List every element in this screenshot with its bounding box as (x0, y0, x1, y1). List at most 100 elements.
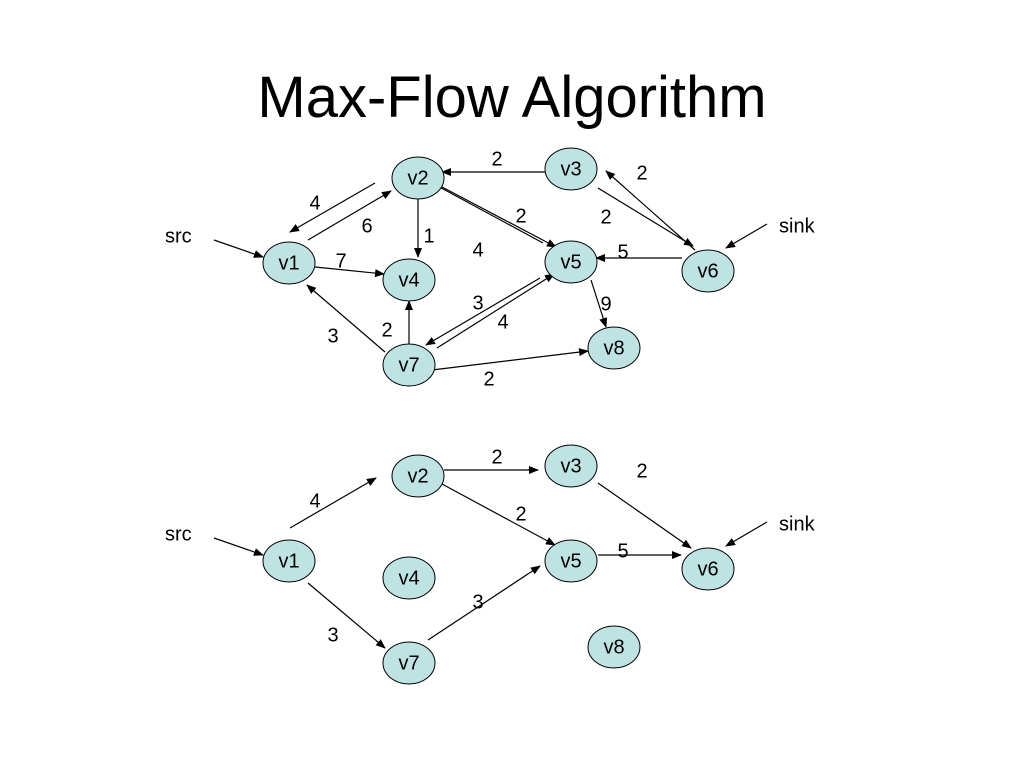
edge-v1-v7 (307, 582, 386, 649)
edge-v1-v4 (314, 266, 385, 278)
edge-v5-v8 (590, 279, 608, 328)
node-ellipse (382, 258, 436, 302)
edge-label-v2-v5: 2 (515, 503, 526, 525)
node-v2: v2 (391, 454, 445, 498)
src-label: src (165, 523, 192, 545)
edge-label-v5-v7: 4 (497, 311, 508, 333)
sink-arrow (725, 521, 768, 547)
node-label: v6 (697, 260, 718, 282)
edge-label-v7-v8: 2 (483, 368, 494, 390)
node-v4: v4 (382, 556, 436, 600)
edge-label-v6-v3: 2 (636, 162, 647, 184)
node-v8: v8 (587, 326, 641, 370)
node-ellipse (391, 156, 445, 200)
node-v3: v3 (544, 147, 598, 191)
node-label: v3 (560, 455, 581, 477)
node-ellipse (544, 240, 598, 284)
edge-label-v5-v2: 2 (515, 205, 526, 227)
node-label: v4 (398, 269, 419, 291)
edge-label-v5-v8: 9 (600, 293, 611, 315)
node-v8: v8 (587, 625, 641, 669)
edge-label-v2-v1: 4 (309, 192, 320, 214)
src-arrow (213, 537, 264, 556)
edge-v5-v7 (425, 277, 541, 346)
node-v1: v1 (262, 241, 316, 285)
node-v6: v6 (681, 249, 735, 293)
sink-label: sink (779, 513, 816, 535)
edge-v2-v1 (289, 182, 376, 233)
edge-v1-v2 (307, 190, 392, 241)
node-label: v6 (697, 558, 718, 580)
node-v4: v4 (382, 258, 436, 302)
node-ellipse (544, 444, 598, 488)
node-v6: v6 (681, 547, 735, 591)
edge-v6-v3 (605, 170, 696, 251)
node-ellipse (681, 249, 735, 293)
slide-title: Max-Flow Algorithm (257, 65, 767, 130)
node-v3: v3 (544, 444, 598, 488)
edge-v7-v1 (306, 284, 386, 353)
edge-label-v6-v5: 5 (617, 241, 628, 263)
edge-label-v2-v4: 1 (423, 225, 434, 247)
edge-label-v1-v4: 7 (335, 250, 346, 272)
edge-label-v7-v5: 3 (472, 591, 483, 613)
node-v2: v2 (391, 156, 445, 200)
edge-v1-v2 (289, 477, 377, 529)
node-ellipse (587, 625, 641, 669)
edge-v2-v5 (441, 186, 557, 248)
node-label: v1 (278, 550, 299, 572)
src-arrow (213, 239, 264, 258)
node-label: v3 (560, 158, 581, 180)
sink-label: sink (779, 215, 816, 237)
node-ellipse (382, 556, 436, 600)
edge-label-v7-v4: 2 (381, 319, 392, 341)
node-label: v1 (278, 252, 299, 274)
src-label: src (165, 225, 192, 247)
node-v5: v5 (544, 240, 598, 284)
edge-v3-v6 (597, 187, 694, 247)
edge-label-v1-v2: 4 (309, 490, 320, 512)
edge-label-v1-v7: 3 (327, 624, 338, 646)
edge-label-v7-v1: 3 (327, 325, 338, 347)
node-ellipse (544, 539, 598, 583)
node-label: v5 (560, 251, 581, 273)
node-ellipse (262, 241, 316, 285)
node-label: v4 (398, 567, 419, 589)
edge-label-v5-v6: 5 (617, 540, 628, 562)
node-label: v2 (407, 465, 428, 487)
node-v7: v7 (382, 343, 436, 387)
edge-label-v7-v5: 3 (472, 292, 483, 314)
edge-label-v2-v3: 2 (491, 446, 502, 468)
edge-label-v3-v6: 2 (600, 206, 611, 228)
node-label: v7 (398, 354, 419, 376)
edge-label-v2-v5: 4 (472, 239, 483, 261)
node-label: v2 (407, 167, 428, 189)
edge-v7-v8 (431, 348, 589, 371)
node-ellipse (587, 326, 641, 370)
edge-label-v3-v6: 2 (636, 460, 647, 482)
edge-v3-v6 (597, 482, 692, 549)
node-ellipse (382, 343, 436, 387)
edge-label-v1-v2: 6 (361, 215, 372, 237)
node-ellipse (681, 547, 735, 591)
node-label: v8 (603, 636, 624, 658)
node-ellipse (544, 147, 598, 191)
node-label: v5 (560, 550, 581, 572)
node-ellipse (262, 539, 316, 583)
edge-label-v3-v2: 2 (491, 148, 502, 170)
sink-arrow (725, 223, 768, 249)
edge-v7-v5 (427, 565, 541, 641)
node-ellipse (391, 454, 445, 498)
edge-v5-v2 (431, 182, 544, 244)
node-v7: v7 (382, 641, 436, 685)
edge-v2-v5 (441, 483, 556, 546)
node-label: v7 (398, 652, 419, 674)
flow-graph: 4 2 2 2 5 3 3 src sink v1 v2 v3 v4 v5 v6 v7 v8 (165, 444, 816, 685)
node-ellipse (382, 641, 436, 685)
edge-v7-v5 (436, 273, 555, 349)
node-label: v8 (603, 337, 624, 359)
node-v5: v5 (544, 539, 598, 583)
node-v1: v1 (262, 539, 316, 583)
